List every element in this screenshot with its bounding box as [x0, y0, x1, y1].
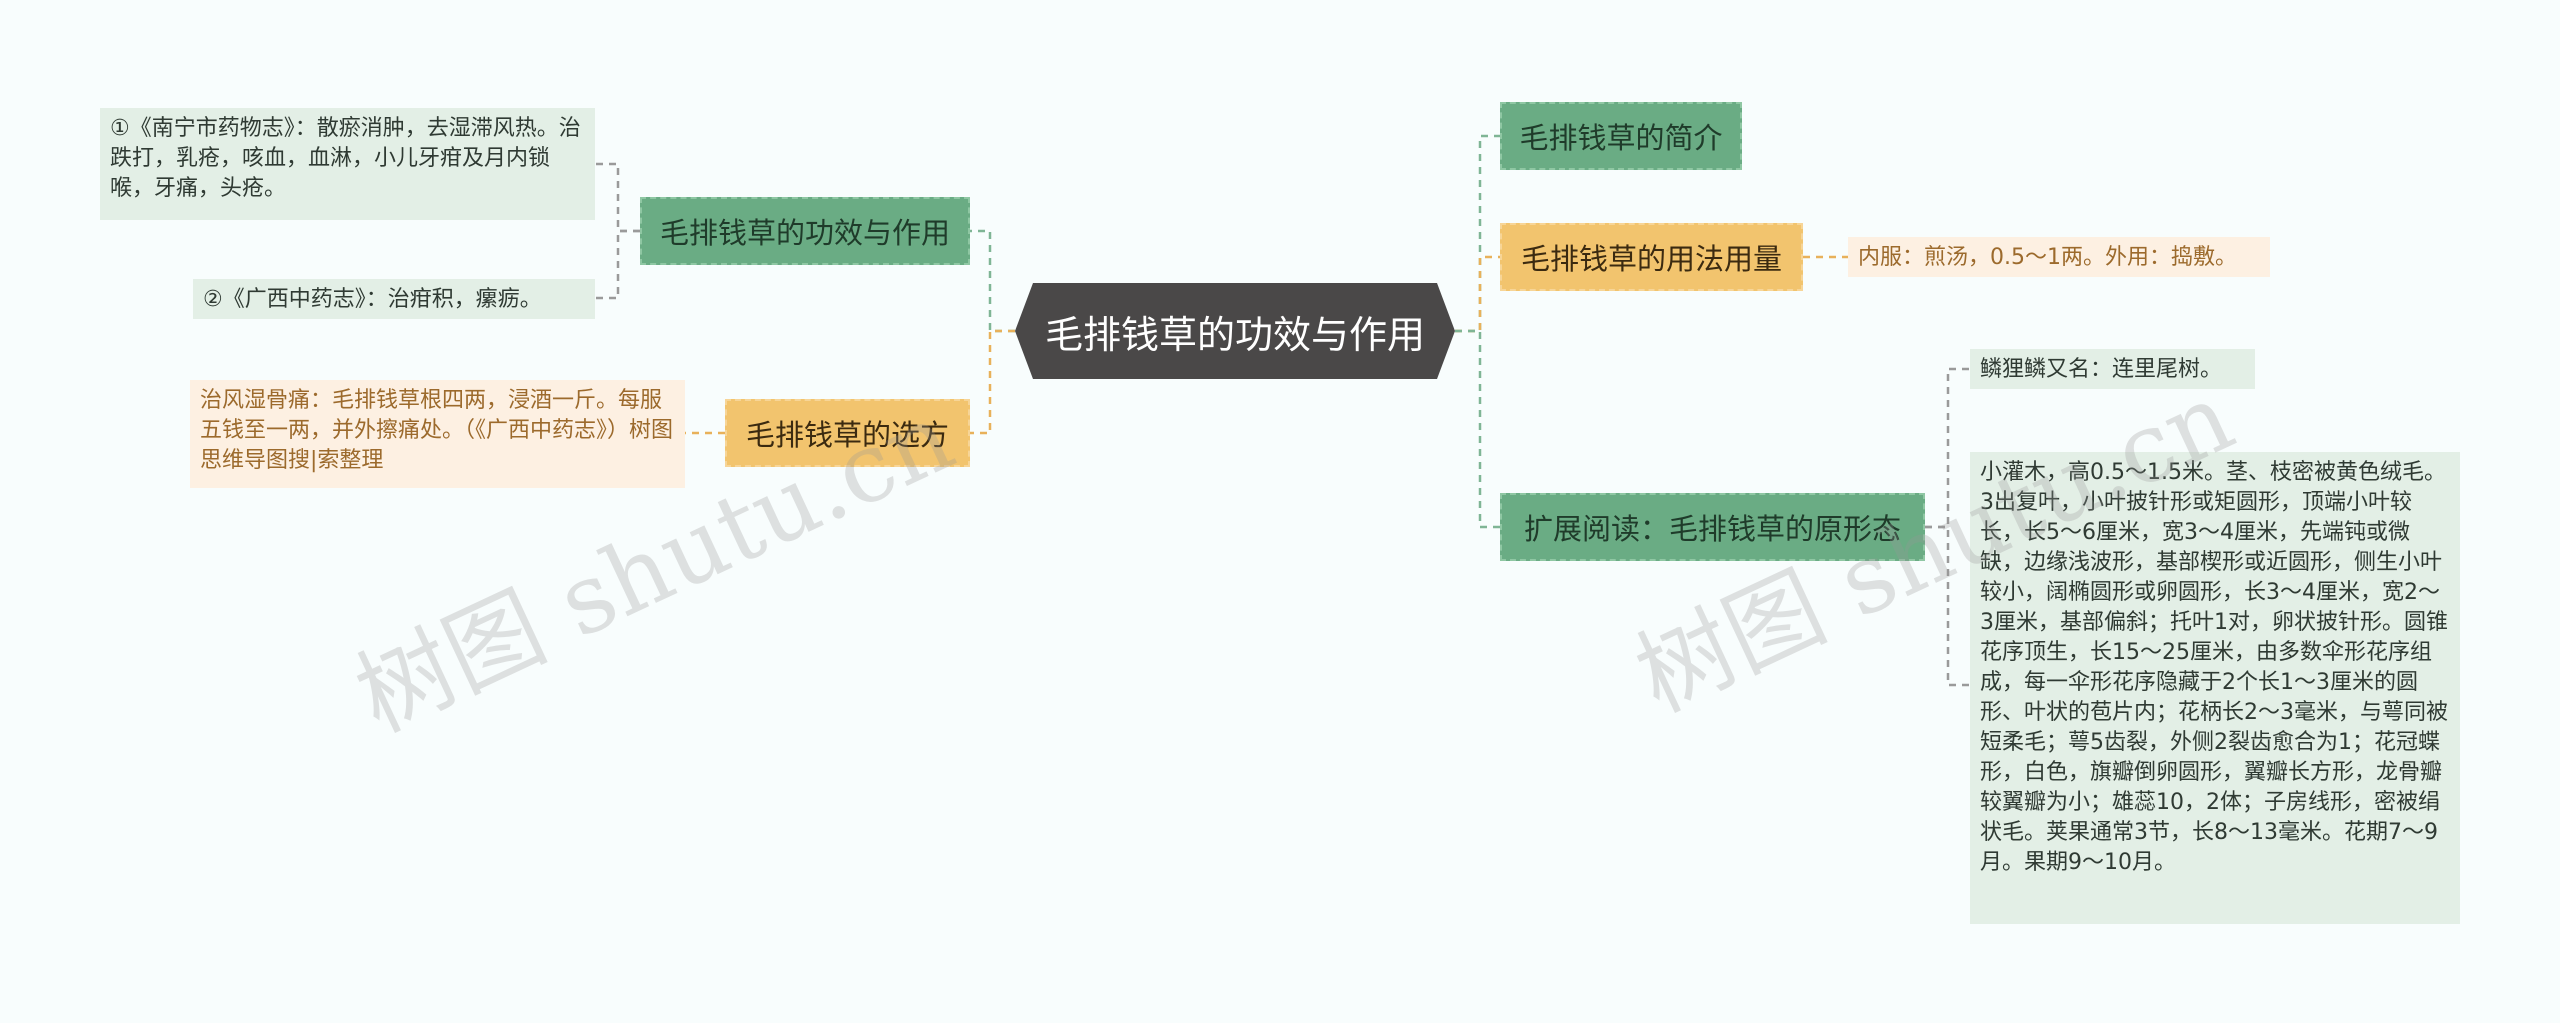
branch-prescription-label: 毛排钱草的选方	[745, 418, 949, 452]
branch-prescription[interactable]: 毛排钱草的选方	[725, 399, 970, 467]
connector-extended-desc	[1925, 525, 1970, 687]
leaf-usage-note: 内服：煎汤，0.5～1两。外用：捣敷。	[1848, 237, 2270, 277]
leaf-extended-alias-text: 鳞狸鳞又名：连里尾树。	[1980, 357, 2223, 382]
branch-usage-label: 毛排钱草的用法用量	[1520, 242, 1782, 276]
leaf-extended-description: 小灌木，高0.5～1.5米。茎、枝密被黄色绒毛。3出复叶，小叶披针形或矩圆形，顶…	[1970, 452, 2460, 924]
connector-root-efficacy	[970, 229, 1015, 333]
connector-root-usage	[1455, 255, 1500, 333]
leaf-efficacy-note-2-text: ②《广西中药志》：治疳积，瘰疬。	[203, 287, 542, 312]
connector-root-prescription	[970, 329, 1015, 435]
branch-extended-label: 扩展阅读：毛排钱草的原形态	[1523, 512, 1901, 546]
leaf-extended-alias: 鳞狸鳞又名：连里尾树。	[1970, 349, 2255, 389]
leaf-efficacy-note-1: ①《南宁市药物志》：散瘀消肿，去湿滞风热。治跌打，乳疮，咳血，血淋，小儿牙疳及月…	[100, 108, 595, 220]
branch-intro[interactable]: 毛排钱草的简介	[1500, 102, 1742, 170]
connector-root-extended	[1455, 329, 1500, 529]
leaf-efficacy-note-2: ②《广西中药志》：治疳积，瘰疬。	[193, 279, 595, 319]
branch-intro-label: 毛排钱草的简介	[1519, 121, 1723, 155]
connector-efficacy-note1	[595, 162, 640, 233]
connector-root-intro	[1455, 134, 1500, 333]
branch-usage[interactable]: 毛排钱草的用法用量	[1500, 223, 1803, 291]
leaf-usage-note-text: 内服：煎汤，0.5～1两。外用：捣敷。	[1858, 245, 2237, 270]
branch-efficacy-label: 毛排钱草的功效与作用	[659, 216, 950, 250]
connector-efficacy-note2	[595, 229, 640, 300]
connector-extended-alias	[1925, 367, 1970, 529]
root-topic[interactable]: 毛排钱草的功效与作用	[1015, 283, 1455, 379]
branch-efficacy[interactable]: 毛排钱草的功效与作用	[640, 197, 970, 265]
leaf-prescription-note: 治风湿骨痛：毛排钱草根四两，浸酒一斤。每服五钱至一两，并外擦痛处。（《广西中药志…	[190, 380, 685, 488]
leaf-efficacy-note-1-text: ①《南宁市药物志》：散瘀消肿，去湿滞风热。治跌打，乳疮，咳血，血淋，小儿牙疳及月…	[110, 116, 581, 201]
branch-extended[interactable]: 扩展阅读：毛排钱草的原形态	[1500, 493, 1925, 561]
leaf-prescription-note-text: 治风湿骨痛：毛排钱草根四两，浸酒一斤。每服五钱至一两，并外擦痛处。（《广西中药志…	[200, 388, 674, 473]
root-topic-label: 毛排钱草的功效与作用	[1044, 312, 1425, 357]
leaf-extended-description-text: 小灌木，高0.5～1.5米。茎、枝密被黄色绒毛。3出复叶，小叶披针形或矩圆形，顶…	[1980, 460, 2448, 875]
